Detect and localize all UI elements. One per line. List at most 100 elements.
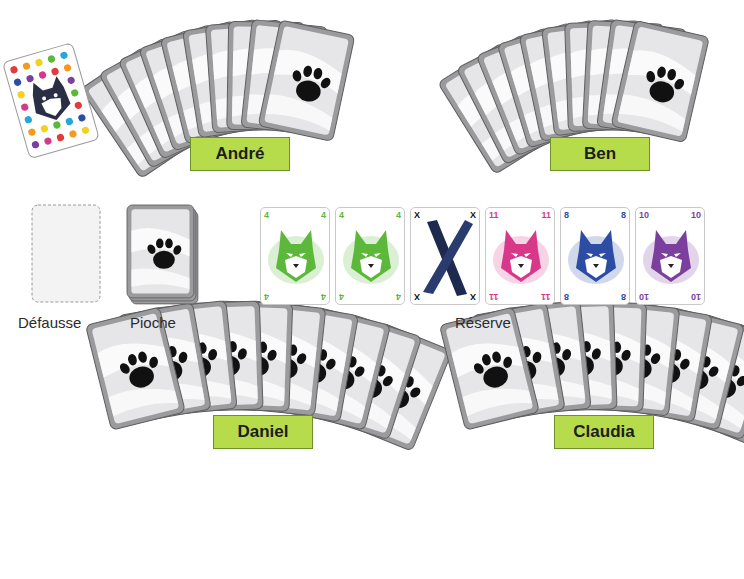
- paw-toe: [590, 347, 602, 361]
- card-edge: [258, 20, 355, 141]
- watercolor-blob: [493, 236, 549, 284]
- card-edge: [129, 208, 196, 301]
- reserve-card: 10101010: [635, 207, 705, 305]
- lynx-eye: [53, 93, 58, 98]
- paw-toe: [302, 65, 313, 78]
- lynx-nose: [518, 264, 524, 268]
- paw-toe: [127, 353, 138, 366]
- watercolor-blob: [643, 236, 699, 284]
- lynx-muzzle: [510, 256, 532, 278]
- paw-pad: [647, 79, 676, 105]
- lynx-muzzle: [285, 256, 307, 278]
- card-illustration: [336, 208, 405, 305]
- card-value: 10: [639, 292, 649, 302]
- card-illustration: [636, 208, 705, 305]
- paw-toe: [531, 351, 542, 364]
- lynx-muzzle: [360, 256, 382, 278]
- paw-pad: [153, 251, 175, 269]
- color-paw: [63, 63, 72, 72]
- card-value: 4: [264, 210, 269, 220]
- color-paw: [38, 71, 47, 80]
- reserve-card: XXXX: [410, 207, 480, 305]
- color-paw: [60, 51, 69, 60]
- card-value: 4: [396, 292, 401, 302]
- watercolor-blob: [343, 236, 399, 284]
- color-paw: [77, 113, 86, 122]
- area-label: Défausse: [18, 314, 81, 331]
- reserve-card: 4444: [335, 207, 405, 305]
- paw-toe: [207, 348, 219, 362]
- color-paw: [52, 121, 61, 130]
- card-face: [617, 26, 703, 136]
- lynx-eye: [42, 96, 47, 101]
- card-value: 8: [621, 210, 626, 220]
- card-back: [129, 208, 196, 301]
- card-hand: [439, 301, 744, 452]
- card-wash: [618, 93, 688, 131]
- card-value: 10: [639, 210, 649, 220]
- paw-toe: [656, 66, 667, 79]
- color-paw: [67, 76, 76, 85]
- player-name: Claudia: [573, 422, 634, 442]
- color-paw: [26, 74, 35, 83]
- color-paw: [35, 58, 44, 67]
- card-hand: [438, 19, 710, 174]
- player-name: Ben: [584, 144, 616, 164]
- lynx-head: [351, 230, 391, 282]
- card-value: 8: [621, 292, 626, 302]
- card-value: 4: [321, 210, 326, 220]
- paw-toe: [620, 348, 633, 362]
- color-paw: [56, 133, 65, 142]
- paw-toe: [491, 351, 502, 364]
- paw-toe: [672, 77, 686, 91]
- color-paw: [44, 137, 53, 146]
- card-face: [264, 26, 349, 136]
- paw-toe: [148, 356, 159, 369]
- card-face: [131, 209, 189, 293]
- paw-pad: [127, 364, 156, 390]
- card-value: X: [414, 210, 420, 220]
- card-edge: [611, 20, 709, 142]
- card-value: 11: [541, 210, 551, 220]
- card-value: 4: [321, 292, 326, 302]
- card-back: [258, 20, 355, 141]
- paw-toe: [177, 351, 188, 364]
- color-paw: [24, 115, 33, 124]
- paw-toe: [707, 364, 721, 378]
- area-label: Réserve: [455, 314, 511, 331]
- card-value: 4: [339, 210, 344, 220]
- card-illustration: [261, 208, 330, 305]
- paw-toe: [408, 385, 422, 399]
- card-face: [446, 313, 534, 424]
- lynx-nose: [293, 264, 299, 268]
- lynx-eye: [374, 253, 381, 257]
- color-paw: [65, 117, 74, 126]
- lynx-eye: [524, 253, 531, 257]
- reserve-card: 4444: [260, 207, 330, 305]
- player-name-box: Ben: [550, 137, 650, 171]
- lynx-muzzle: [660, 256, 682, 278]
- discard-slot: [32, 205, 100, 302]
- card-back: [127, 205, 194, 298]
- paw-toe: [666, 68, 677, 81]
- player-name: Daniel: [237, 422, 288, 442]
- card-illustration: [486, 208, 555, 305]
- card-hand: [85, 301, 452, 452]
- paw-toe: [649, 352, 662, 366]
- lynx-head: [28, 75, 74, 125]
- paw-toe: [353, 364, 367, 378]
- paw-toe: [678, 357, 692, 371]
- reserve-card: 11111111: [485, 207, 555, 305]
- card-value: X: [470, 210, 476, 220]
- player-name-box: Daniel: [213, 415, 313, 449]
- card-illustration: [561, 208, 630, 305]
- card-value: 10: [691, 210, 701, 220]
- card-edge: [85, 307, 185, 430]
- card-value: 11: [541, 292, 551, 302]
- card-value: 11: [489, 210, 499, 220]
- paw-toe: [735, 374, 744, 388]
- lynx-head: [651, 230, 691, 282]
- card-back: [611, 20, 709, 142]
- watercolor-blob: [568, 236, 624, 284]
